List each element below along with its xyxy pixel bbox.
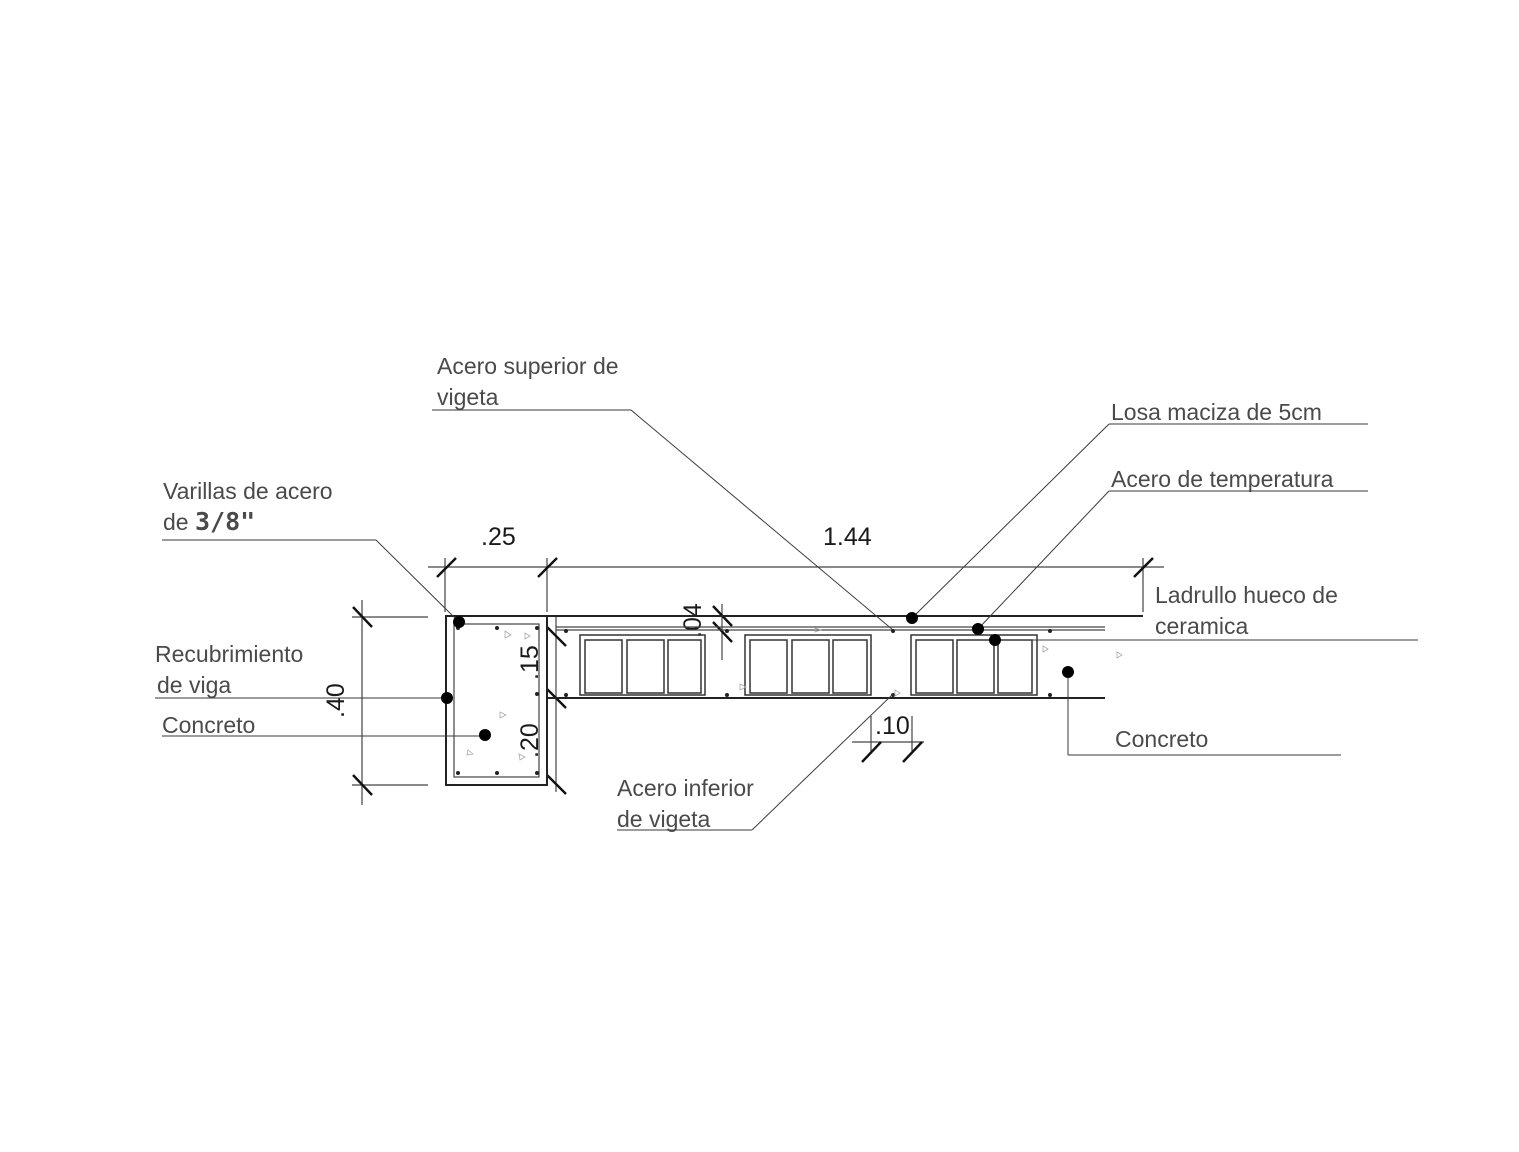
- dim-beam-total-height: .40: [322, 683, 350, 718]
- dim-brick-height: .15: [516, 645, 544, 680]
- label-losa-maciza: Losa maciza de 5cm: [1111, 399, 1322, 425]
- label-ladrillo-2: ceramica: [1155, 613, 1249, 639]
- label-varillas-size: 3/8": [195, 507, 255, 536]
- dim-joist-width: .10: [875, 712, 910, 740]
- label-varillas-1: Varillas de acero: [163, 478, 333, 504]
- leader-dots: [441, 612, 1074, 741]
- dim-beam-width: .25: [481, 523, 516, 551]
- label-acero-temperatura: Acero de temperatura: [1111, 466, 1334, 492]
- label-varillas-prefix: de: [163, 509, 195, 535]
- dim-beam-lower-height: .20: [516, 723, 544, 758]
- dim-span: 1.44: [823, 523, 872, 551]
- label-ladrillo-1: Ladrullo hueco de: [1155, 582, 1338, 608]
- label-concreto-left: Concreto: [162, 712, 255, 738]
- label-recubrimiento-2: de viga: [157, 672, 231, 698]
- label-recubrimiento-1: Recubrimiento: [155, 641, 303, 667]
- label-acero-superior-2: vigeta: [437, 384, 499, 410]
- slab-section: [547, 615, 1143, 699]
- label-acero-inferior-2: de vigeta: [617, 806, 711, 832]
- label-varillas-2: de 3/8": [163, 507, 255, 536]
- label-acero-inferior-1: Acero inferior: [617, 775, 754, 801]
- label-concreto-right: Concreto: [1115, 726, 1208, 752]
- label-acero-superior-1: Acero superior de: [437, 353, 619, 379]
- dim-slab-thickness: .04: [679, 603, 707, 638]
- leader-lines: [155, 409, 1418, 831]
- dimension-lines: [352, 557, 1164, 805]
- beam-section: [445, 615, 548, 786]
